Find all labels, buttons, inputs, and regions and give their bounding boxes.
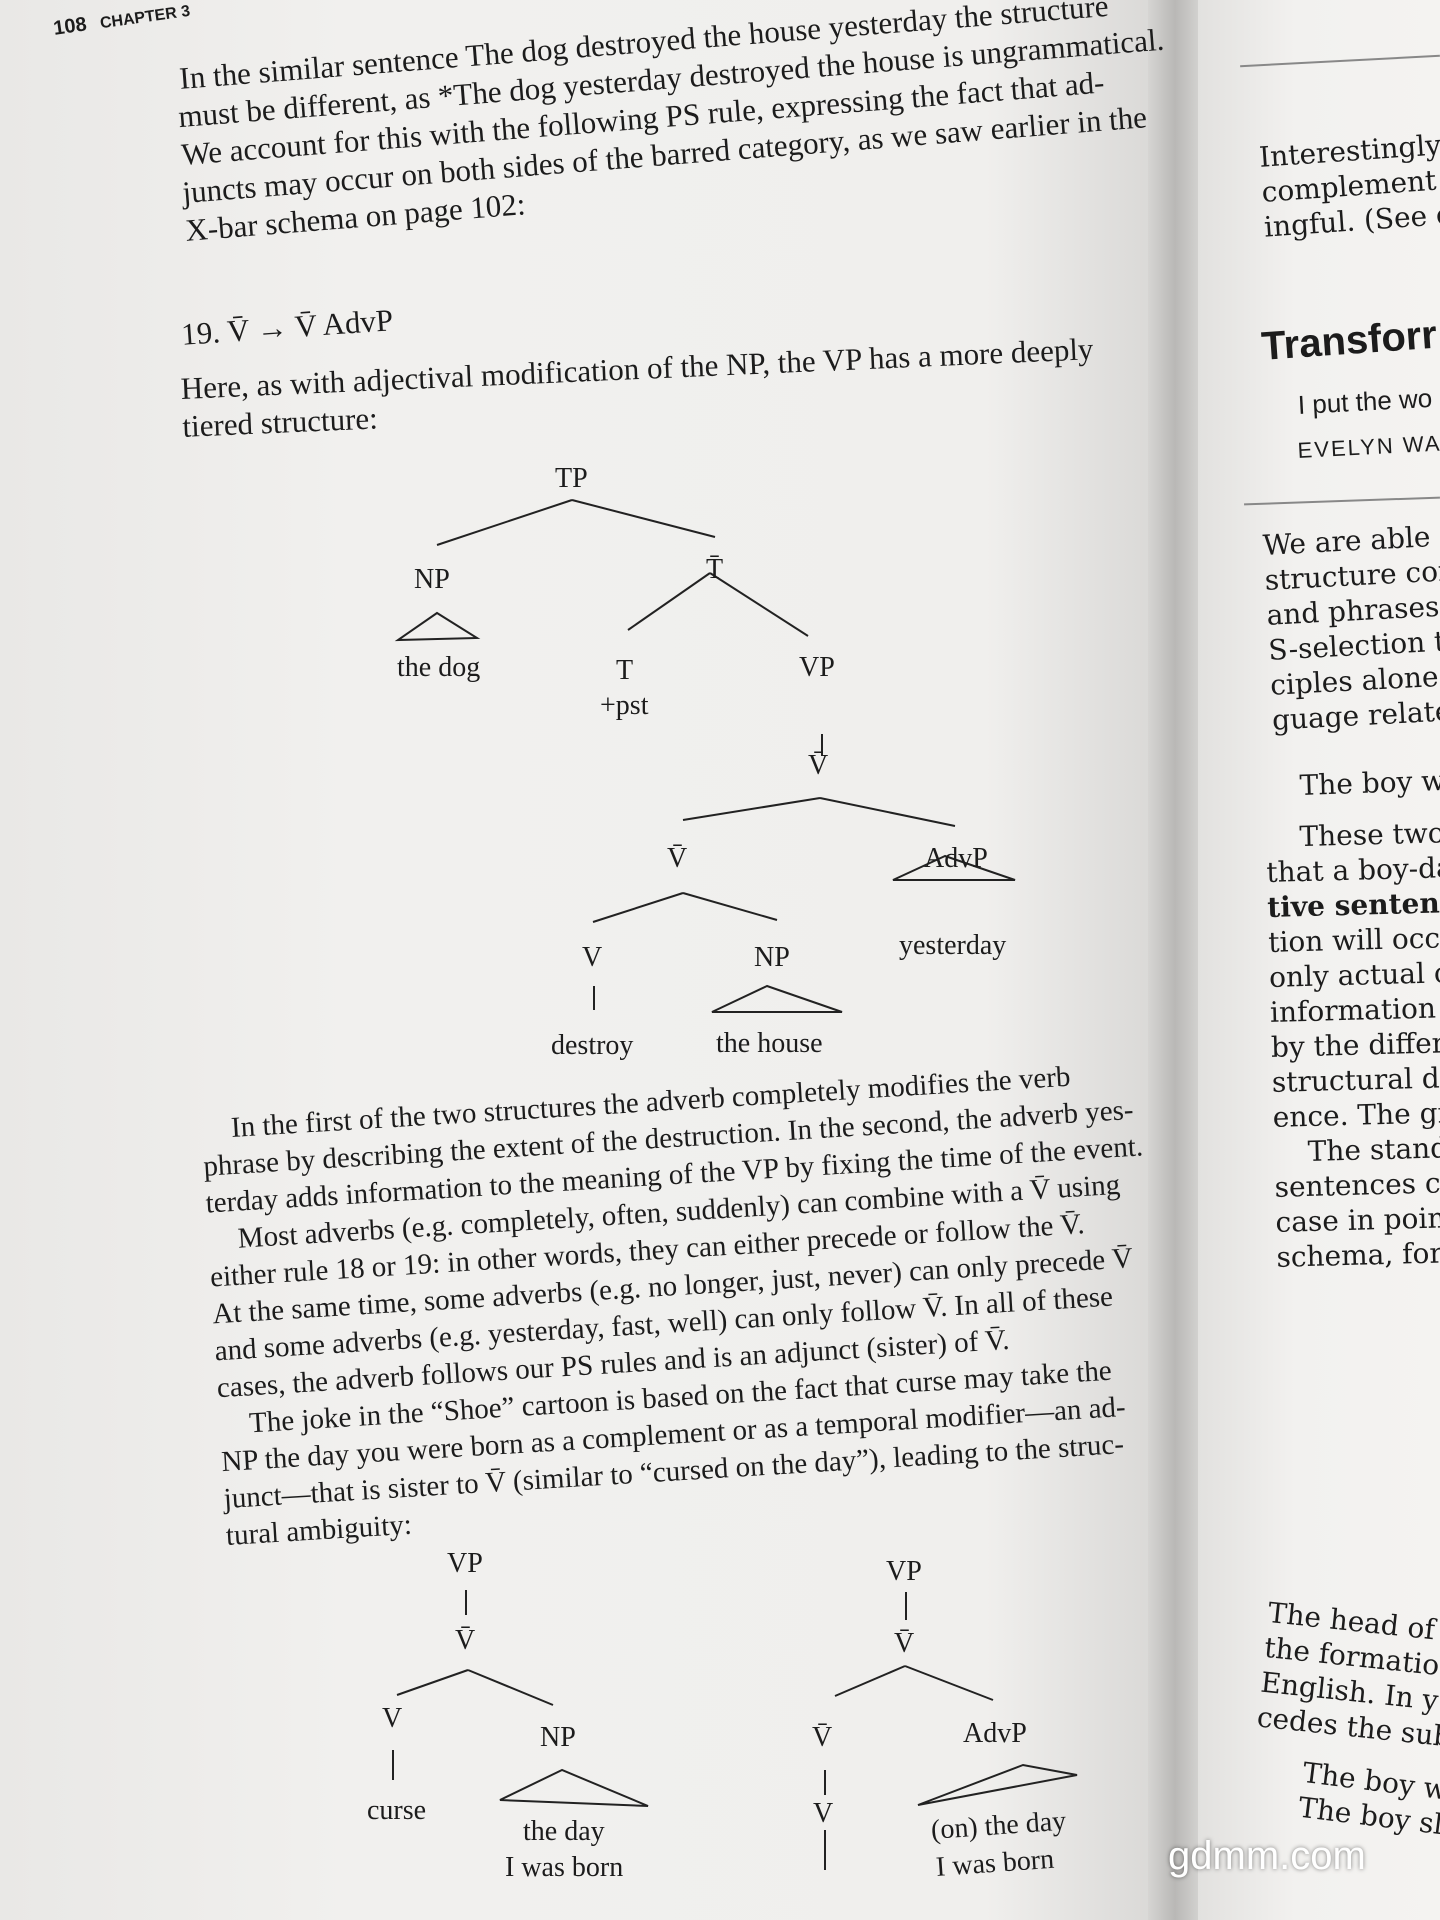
tree2-np-text-1: the day (523, 1816, 605, 1847)
right-page-example: The boy w (1299, 763, 1440, 802)
right-line: schema, for e (1276, 1236, 1440, 1274)
tree1-vp: VP (799, 652, 835, 683)
tree1-tbar: T̄ (706, 554, 724, 585)
tree1-np2: NP (754, 942, 790, 973)
tree1-t: T (616, 655, 634, 686)
tree3-vp: VP (886, 1556, 922, 1587)
tree2-np: NP (540, 1722, 576, 1753)
tree3-vbar-top: V̄ (894, 1628, 915, 1659)
right-page-epigraph: I put the wo (1297, 382, 1433, 420)
right-line: sentences co (1274, 1166, 1440, 1204)
right-line: tion will occ (1267, 921, 1440, 959)
tree3-v: V (813, 1798, 834, 1829)
right-page (1198, 0, 1440, 1920)
right-page-top-text: Interestingly complement ingful. (See e (1258, 127, 1440, 245)
right-line: tive sentenc (1266, 886, 1440, 924)
left-page (0, 0, 1160, 1920)
tree1-tp: TP (555, 463, 588, 494)
paragraph-3: In the first of the two structures the a… (202, 1055, 1164, 1554)
right-line: ence. The gra (1272, 1095, 1440, 1134)
tree1-v: V (582, 942, 603, 973)
right-line: by the differ (1270, 1026, 1440, 1064)
right-line: information (1269, 991, 1437, 1029)
tree3-vbar: V̄ (812, 1722, 833, 1753)
tree1-t-feature: +pst (600, 690, 649, 721)
right-line: The standa (1307, 1130, 1440, 1168)
tree1-np: NP (414, 564, 450, 595)
right-line: These two (1299, 816, 1440, 854)
right-line: structural di (1271, 1061, 1440, 1099)
right-line: case in point (1275, 1201, 1440, 1239)
tree2-vbar: V̄ (455, 1625, 476, 1656)
tree2-vp: VP (447, 1548, 483, 1579)
right-page-mid-text: We are able structure con and phrases S-… (1262, 518, 1440, 738)
tree2-v: V (382, 1703, 403, 1734)
tree1-advp-text: yesterday (899, 930, 1007, 961)
right-line: that a boy-da (1265, 851, 1440, 889)
tree1-np-text: the dog (397, 652, 481, 683)
right-line: only actual c (1268, 956, 1440, 994)
tree1-v-text: destroy (551, 1030, 634, 1061)
watermark: gdmm.com (1168, 1834, 1366, 1878)
right-page-low-text: These two that a boy-da tive sentenc tio… (1265, 815, 1440, 1275)
tree1-advp: AdvP (924, 843, 988, 874)
tree2-v-text: curse (367, 1795, 427, 1826)
tree1-vbar-top: V̄ (808, 750, 829, 781)
right-page-bottom-text: The head of the formatio English. In y c… (1255, 1595, 1440, 1755)
tree1-vbar-mid: V̄ (667, 843, 688, 874)
tree1-np2-text: the house (716, 1028, 823, 1059)
tree3-advp: AdvP (963, 1718, 1027, 1749)
tree2-np-text-2: I was born (505, 1852, 624, 1883)
